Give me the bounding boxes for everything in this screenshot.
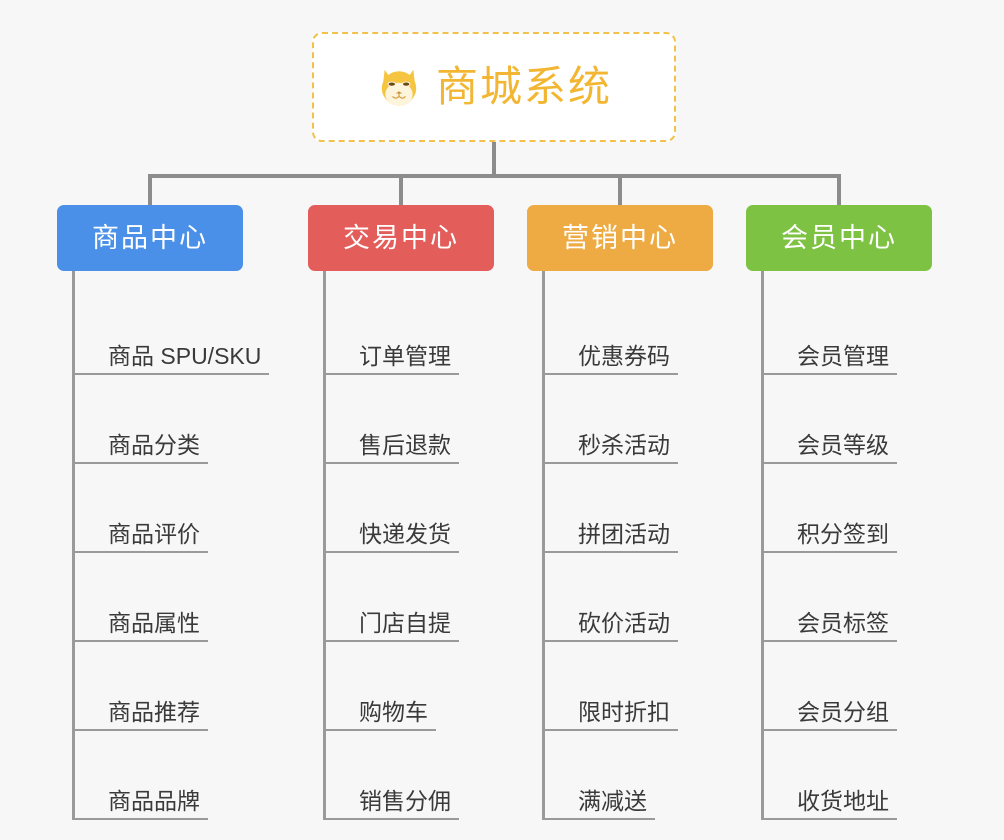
dog-face-icon (376, 64, 422, 110)
leaf-item[interactable]: 门店自提 (326, 553, 494, 642)
leaf-item[interactable]: 积分签到 (764, 464, 932, 553)
leaf-item[interactable]: 砍价活动 (545, 553, 713, 642)
leaf-item-label: 限时折扣 (578, 698, 670, 725)
category-header-0[interactable]: 商品中心 (57, 205, 243, 271)
leaf-item-underline (545, 818, 655, 820)
leaf-item-label: 商品属性 (108, 609, 200, 636)
leaf-item-underline (326, 729, 436, 731)
leaf-item-label: 优惠券码 (578, 342, 670, 369)
leaf-item-label: 会员分组 (797, 698, 889, 725)
leaf-item-label: 砍价活动 (578, 609, 670, 636)
bus-line (148, 174, 840, 178)
category-header-label: 营销中心 (562, 222, 678, 253)
leaf-list: 优惠券码秒杀活动拼团活动砍价活动限时折扣满减送 (542, 271, 713, 820)
leaf-item[interactable]: 满减送 (545, 731, 713, 820)
leaf-item[interactable]: 收货地址 (764, 731, 932, 820)
leaf-item-underline (545, 551, 678, 553)
leaf-item[interactable]: 商品品牌 (75, 731, 243, 820)
leaf-item[interactable]: 会员分组 (764, 642, 932, 731)
leaf-item-underline (75, 462, 208, 464)
drop-line-3 (618, 174, 622, 206)
leaf-list: 订单管理售后退款快递发货门店自提购物车销售分佣 (323, 271, 494, 820)
leaf-item[interactable]: 订单管理 (326, 286, 494, 375)
leaf-item[interactable]: 购物车 (326, 642, 494, 731)
branch-column-3: 会员中心会员管理会员等级积分签到会员标签会员分组收货地址 (746, 205, 932, 820)
leaf-item-underline (75, 818, 208, 820)
leaf-item-underline (75, 373, 269, 375)
category-header-label: 会员中心 (781, 222, 897, 253)
leaf-item[interactable]: 商品分类 (75, 375, 243, 464)
leaf-item-label: 满减送 (578, 787, 647, 814)
leaf-item-underline (326, 640, 459, 642)
leaf-item-label: 快递发货 (359, 520, 451, 547)
leaf-item[interactable]: 秒杀活动 (545, 375, 713, 464)
leaf-item-label: 售后退款 (359, 431, 451, 458)
leaf-item-underline (326, 462, 459, 464)
leaf-item-underline (764, 373, 897, 375)
leaf-item-underline (326, 551, 459, 553)
category-header-label: 交易中心 (343, 222, 459, 253)
leaf-list: 商品 SPU/SKU 商品分类商品评价商品属性商品推荐商品品牌 (72, 271, 269, 820)
leaf-item-label: 商品 SPU/SKU (108, 342, 262, 369)
branch-column-1: 交易中心订单管理售后退款快递发货门店自提购物车销售分佣 (308, 205, 494, 820)
leaf-item[interactable]: 快递发货 (326, 464, 494, 553)
leaf-item-underline (75, 551, 208, 553)
branch-column-2: 营销中心优惠券码秒杀活动拼团活动砍价活动限时折扣满减送 (527, 205, 713, 820)
leaf-item-underline (326, 373, 459, 375)
leaf-item[interactable]: 商品属性 (75, 553, 243, 642)
leaf-item-underline (764, 640, 897, 642)
category-header-2[interactable]: 营销中心 (527, 205, 713, 271)
root-stub-line (492, 142, 496, 178)
leaf-list: 会员管理会员等级积分签到会员标签会员分组收货地址 (761, 271, 932, 820)
leaf-item-underline (764, 551, 897, 553)
leaf-item-label: 订单管理 (359, 342, 451, 369)
branch-column-0: 商品中心商品 SPU/SKU 商品分类商品评价商品属性商品推荐商品品牌 (57, 205, 269, 820)
leaf-item-underline (764, 818, 897, 820)
leaf-item-label: 拼团活动 (578, 520, 670, 547)
leaf-item-underline (75, 640, 208, 642)
root-title: 商城系统 (435, 63, 612, 110)
leaf-item-underline (545, 462, 678, 464)
leaf-item-label: 会员管理 (797, 342, 889, 369)
leaf-item-label: 积分签到 (797, 520, 889, 547)
leaf-item-label: 商品分类 (108, 431, 200, 458)
leaf-item-underline (764, 729, 897, 731)
leaf-item-label: 商品评价 (108, 520, 200, 547)
drop-line-1 (148, 174, 152, 206)
leaf-item-label: 销售分佣 (359, 787, 451, 814)
leaf-item-label: 门店自提 (359, 609, 451, 636)
leaf-item[interactable]: 会员等级 (764, 375, 932, 464)
leaf-item-underline (326, 818, 459, 820)
leaf-item-label: 会员等级 (797, 431, 889, 458)
category-header-3[interactable]: 会员中心 (746, 205, 932, 271)
leaf-item[interactable]: 商品推荐 (75, 642, 243, 731)
leaf-item[interactable]: 销售分佣 (326, 731, 494, 820)
leaf-item[interactable]: 会员标签 (764, 553, 932, 642)
leaf-item-underline (545, 373, 678, 375)
leaf-item-underline (545, 640, 678, 642)
leaf-item-label: 秒杀活动 (578, 431, 670, 458)
leaf-item-underline (75, 729, 208, 731)
leaf-item-label: 会员标签 (797, 609, 889, 636)
leaf-item-underline (764, 462, 897, 464)
leaf-item-label: 收货地址 (797, 787, 889, 814)
leaf-item-label: 商品推荐 (108, 698, 200, 725)
leaf-item[interactable]: 优惠券码 (545, 286, 713, 375)
leaf-item[interactable]: 商品评价 (75, 464, 243, 553)
category-header-1[interactable]: 交易中心 (308, 205, 494, 271)
root-node[interactable]: 商城系统 (312, 32, 676, 142)
leaf-item[interactable]: 拼团活动 (545, 464, 713, 553)
leaf-item[interactable]: 商品 SPU/SKU (75, 286, 269, 375)
leaf-item[interactable]: 限时折扣 (545, 642, 713, 731)
leaf-item-underline (545, 729, 678, 731)
leaf-item[interactable]: 会员管理 (764, 286, 932, 375)
leaf-item[interactable]: 售后退款 (326, 375, 494, 464)
category-header-label: 商品中心 (92, 222, 208, 253)
leaf-item-label: 商品品牌 (108, 787, 200, 814)
drop-line-2 (399, 174, 403, 206)
drop-line-4 (837, 174, 841, 206)
leaf-item-label: 购物车 (359, 698, 428, 725)
